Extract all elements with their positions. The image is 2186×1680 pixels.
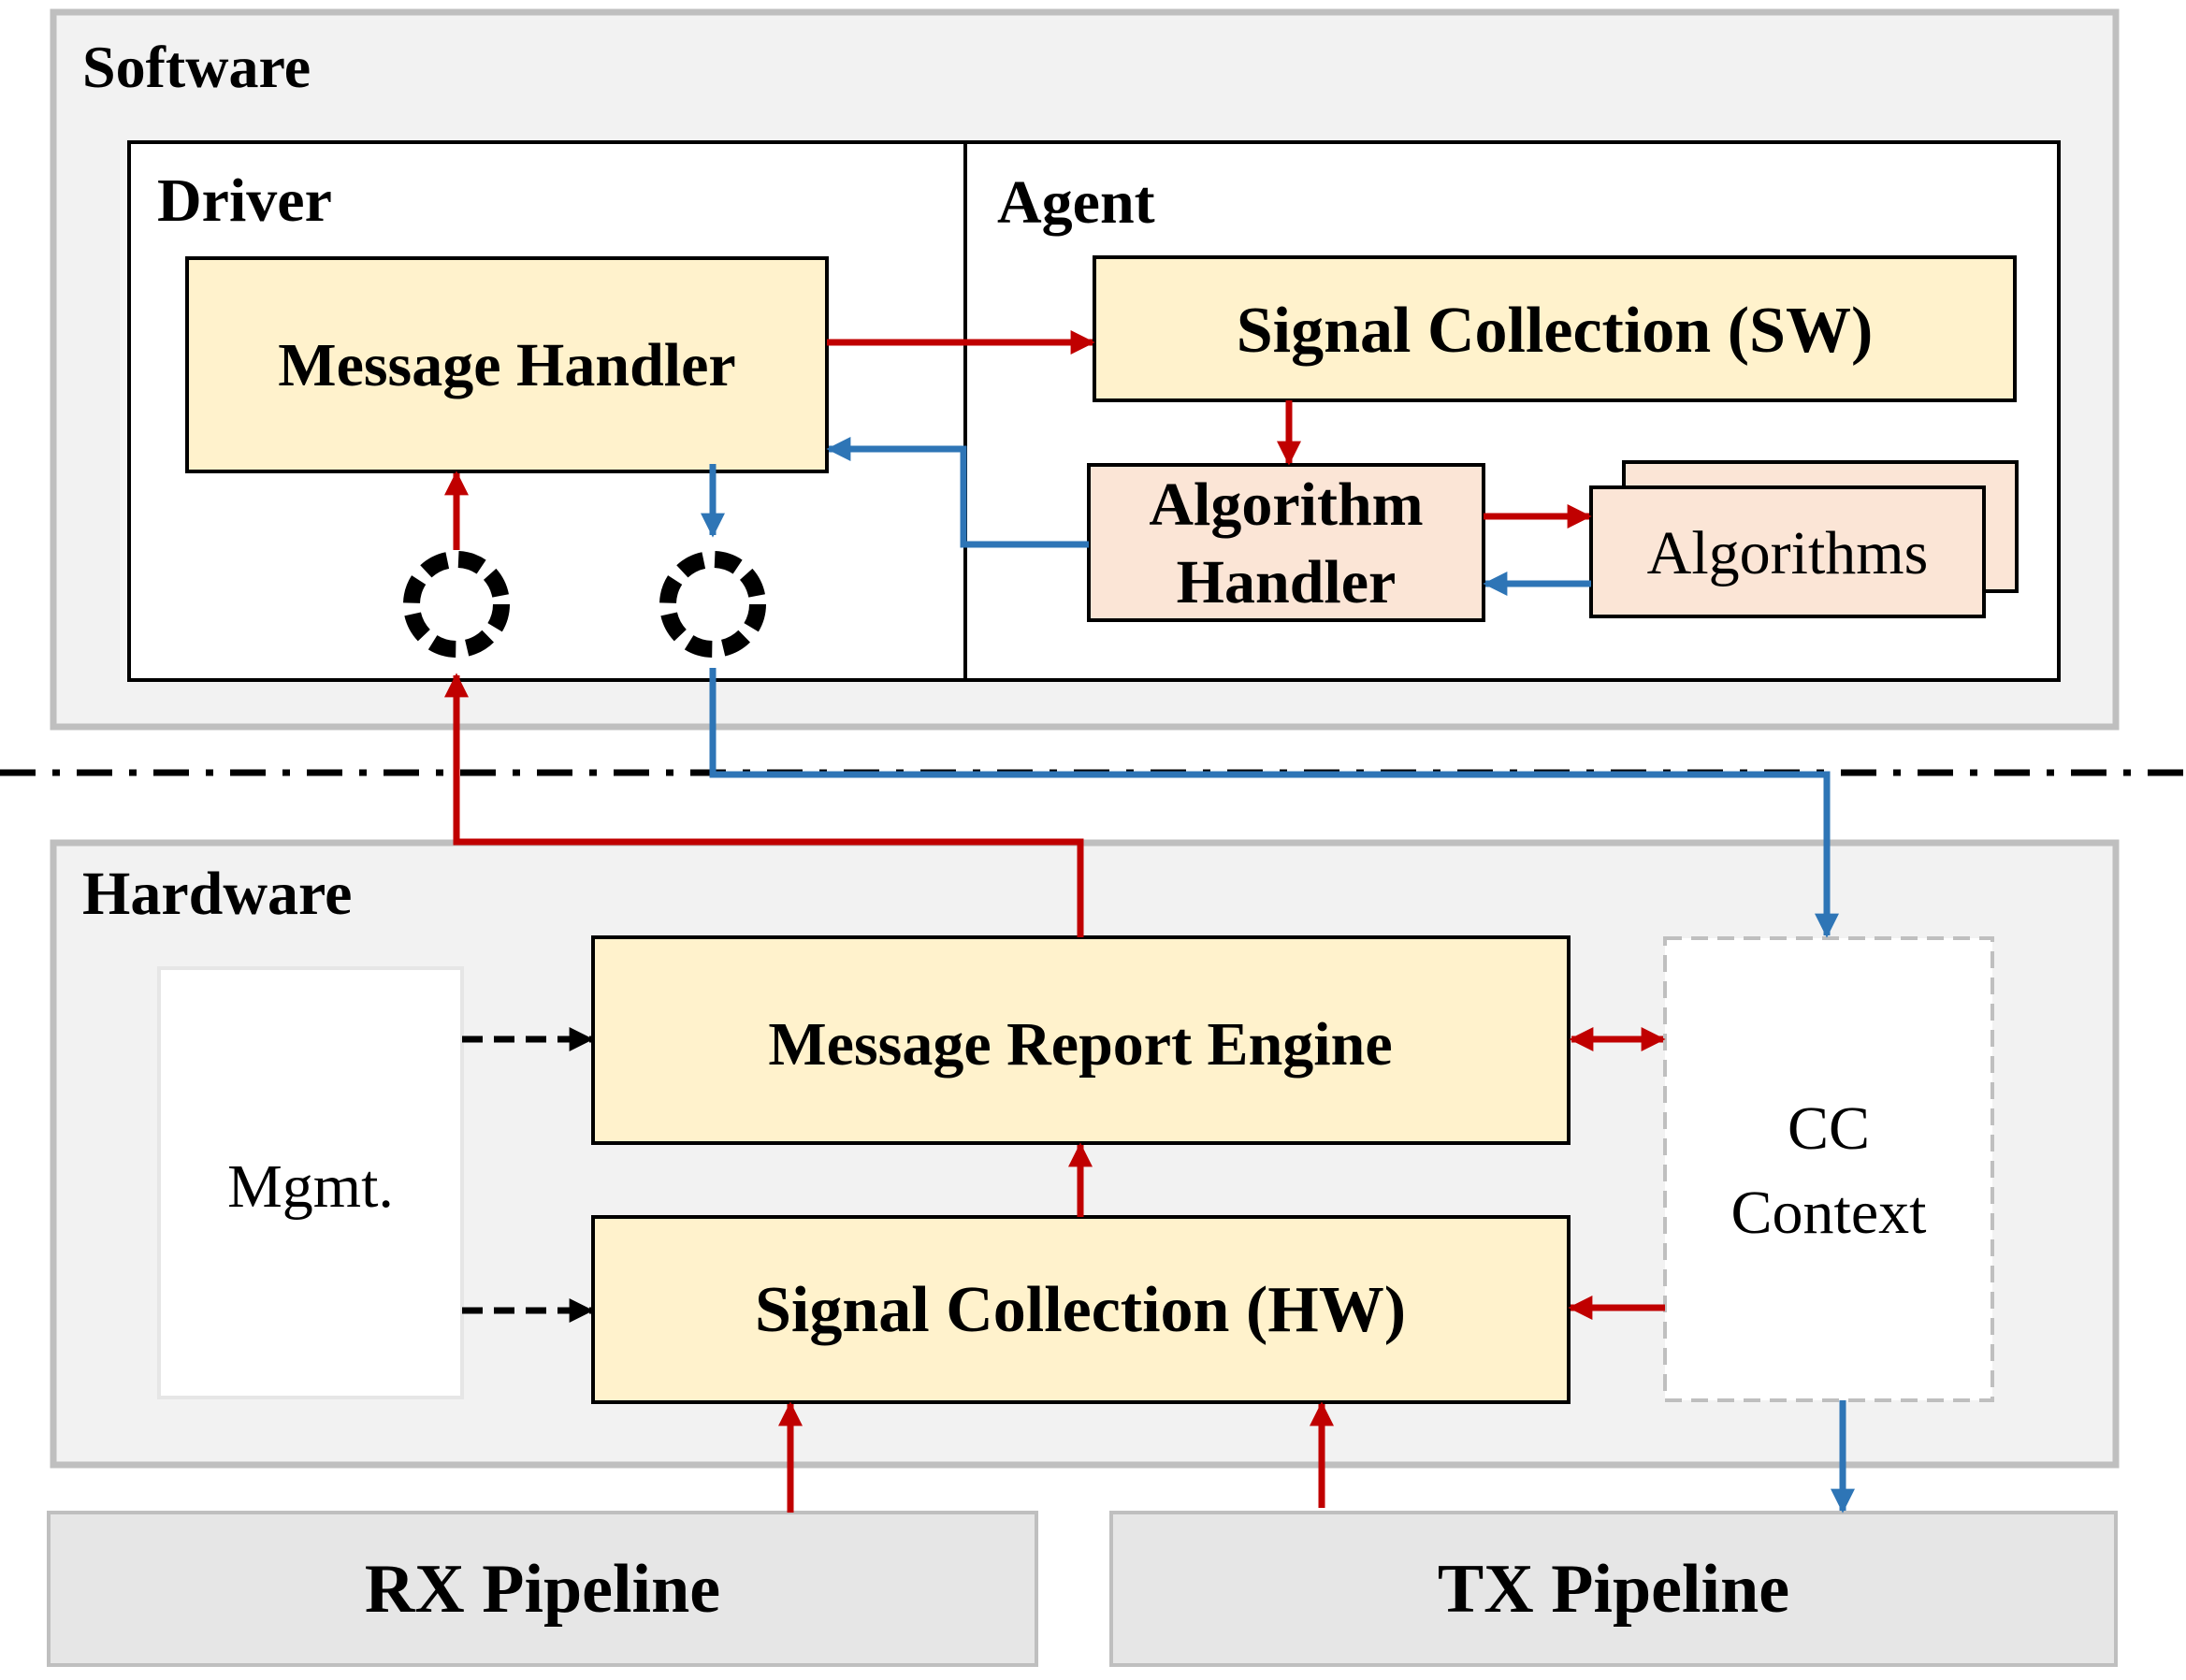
cc-context-label-line1: CC <box>1788 1094 1870 1163</box>
software-label: Software <box>82 34 311 100</box>
tx-queue-icon <box>659 551 766 658</box>
algorithms-block: Algorithms <box>1589 460 2019 618</box>
algorithm-handler-block: Algorithm Handler <box>1087 463 1485 622</box>
driver-label: Driver <box>157 167 332 235</box>
arrow-mre-to-rxqueue <box>444 673 1084 937</box>
cc-context-label-line2: Context <box>1731 1179 1927 1247</box>
rx-pipeline-block: RX Pipeline <box>47 1511 1038 1667</box>
signal-collection-hw-block: Signal Collection (HW) <box>591 1215 1571 1404</box>
message-report-engine-label: Message Report Engine <box>768 1010 1392 1079</box>
tx-pipeline-label: TX Pipeline <box>1438 1551 1789 1628</box>
arrow-alghandler-to-msghandler <box>826 437 1089 548</box>
signal-collection-sw-label: Signal Collection (SW) <box>1237 295 1874 367</box>
cc-context-block: CC Context <box>1663 936 1994 1402</box>
message-handler-label: Message Handler <box>278 331 735 399</box>
arrow-txqueue-to-cccontext <box>709 668 1839 938</box>
algorithms-label: Algorithms <box>1647 519 1929 587</box>
tx-pipeline-block: TX Pipeline <box>1109 1511 2118 1667</box>
algorithm-handler-label-line1: Algorithm <box>1149 471 1423 539</box>
algorithm-handler-label-line2: Handler <box>1177 548 1397 616</box>
hardware-label: Hardware <box>82 860 352 928</box>
message-handler-block: Message Handler <box>185 256 829 473</box>
signal-collection-sw-block: Signal Collection (SW) <box>1093 255 2017 402</box>
signal-collection-hw-label: Signal Collection (HW) <box>755 1274 1406 1346</box>
rx-queue-icon <box>403 551 510 658</box>
message-report-engine-block: Message Report Engine <box>591 935 1571 1145</box>
rx-pipeline-label: RX Pipeline <box>365 1551 720 1628</box>
mgmt-block: Mgmt. <box>157 966 464 1399</box>
mgmt-label: Mgmt. <box>227 1152 394 1221</box>
agent-label: Agent <box>997 168 1155 237</box>
